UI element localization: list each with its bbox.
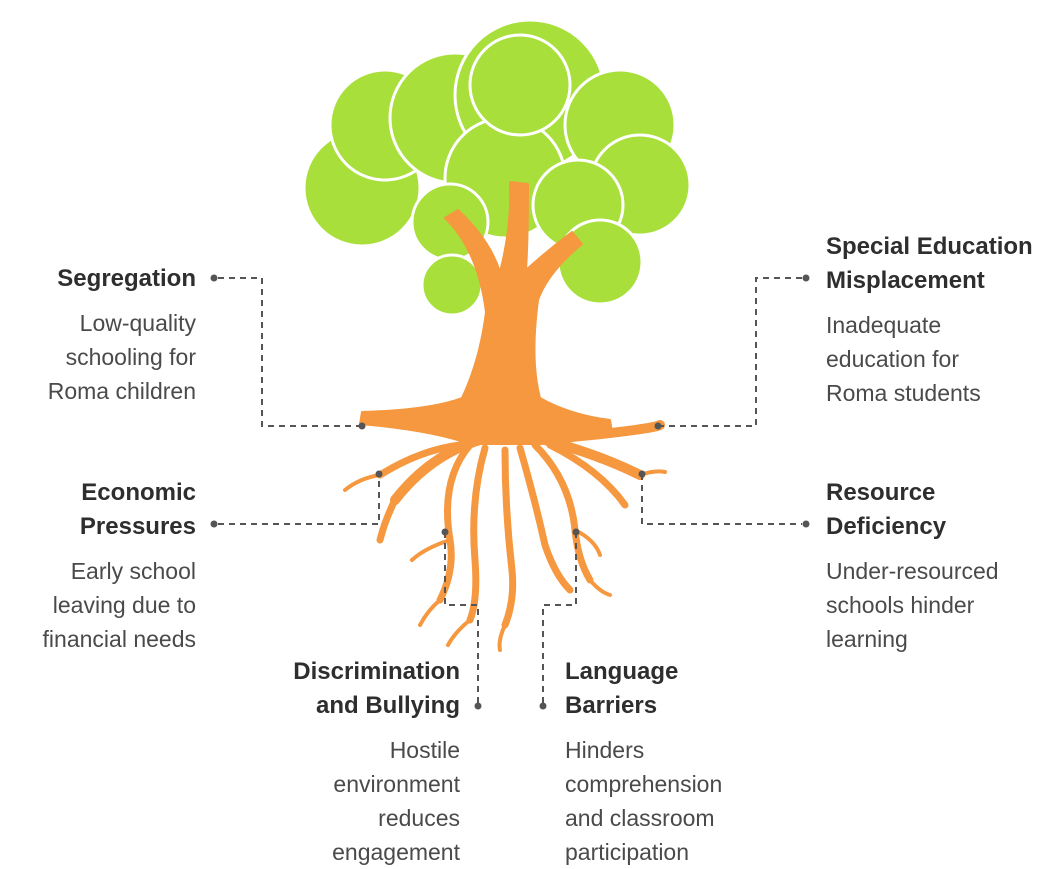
cause-title: Discrimination and Bullying bbox=[293, 658, 460, 719]
cause-economic-pressures: Economic Pressures Early school leaving … bbox=[0, 476, 196, 656]
cause-title: Economic Pressures bbox=[79, 479, 196, 540]
connector-language bbox=[542, 532, 577, 703]
cause-description: Inadequate education for Roma students bbox=[826, 312, 981, 406]
cause-title: Resource Deficiency bbox=[826, 479, 947, 540]
cause-description: Under-resourced schools hinder learning bbox=[826, 558, 999, 652]
connector-segregation bbox=[218, 277, 362, 427]
cause-title: Language Barriers bbox=[565, 658, 679, 719]
connector-dots bbox=[210, 274, 810, 710]
cause-special-education-misplacement: Special Education Misplacement Inadequat… bbox=[826, 230, 1046, 410]
cause-title: Segregation bbox=[57, 265, 196, 292]
cause-title: Special Education Misplacement bbox=[826, 233, 1033, 294]
cause-language-barriers: Language Barriers Hinders comprehension … bbox=[565, 655, 785, 869]
cause-description: Early school leaving due to financial ne… bbox=[42, 558, 196, 652]
cause-segregation: Segregation Low-quality schooling for Ro… bbox=[0, 262, 196, 408]
connector-resource bbox=[641, 474, 802, 525]
cause-resource-deficiency: Resource Deficiency Under-resourced scho… bbox=[826, 476, 1046, 656]
connector-lines bbox=[218, 277, 802, 703]
connector-discrimination bbox=[444, 532, 479, 703]
cause-discrimination-bullying: Discrimination and Bullying Hostile envi… bbox=[240, 655, 460, 869]
connector-special bbox=[658, 277, 802, 427]
cause-description: Low-quality schooling for Roma children bbox=[47, 310, 196, 404]
cause-description: Hinders comprehension and classroom part… bbox=[565, 737, 723, 865]
cause-description: Hostile environment reduces engagement bbox=[332, 737, 460, 865]
